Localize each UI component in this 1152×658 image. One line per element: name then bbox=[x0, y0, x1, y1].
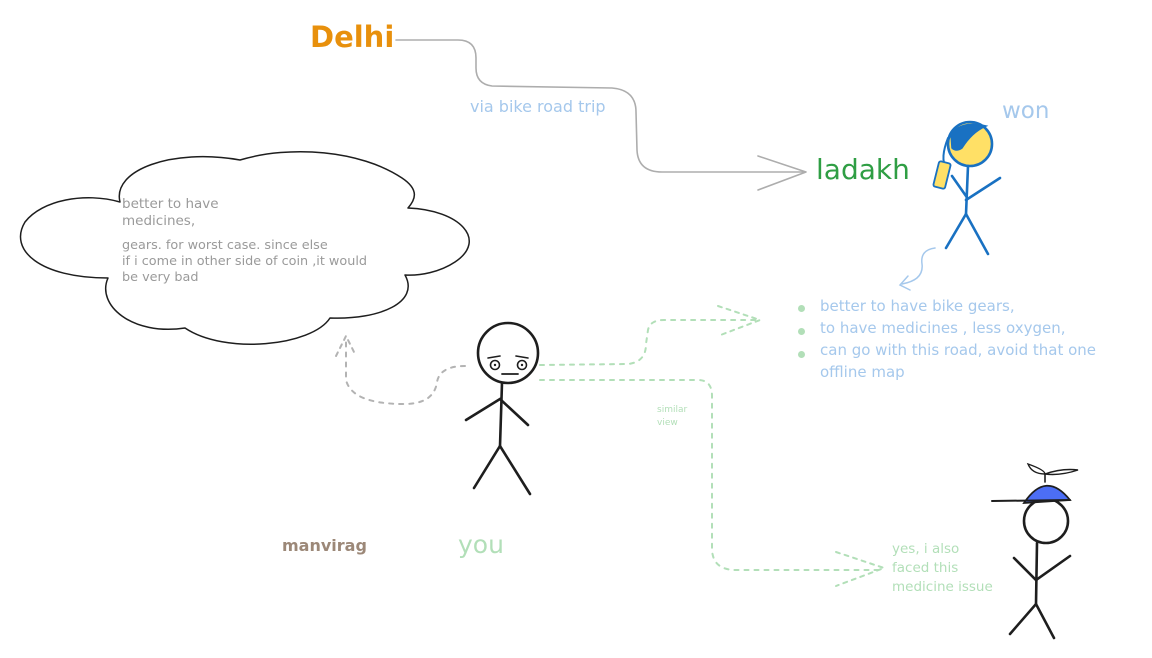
you-body bbox=[498, 381, 504, 448]
you-left-eye bbox=[489, 359, 501, 371]
winner-arm-left bbox=[950, 174, 968, 198]
similar-person-legs bbox=[1008, 601, 1056, 640]
advice-bullet bbox=[798, 328, 805, 335]
phone-icon bbox=[932, 160, 952, 190]
advice-bullet bbox=[798, 305, 805, 312]
destination-label: ladakh bbox=[816, 153, 910, 186]
you-legs bbox=[472, 443, 532, 496]
thought-connector-head bbox=[335, 333, 357, 357]
cloud-line: gears. for worst case. since else bbox=[122, 238, 328, 253]
advice-bullet bbox=[798, 351, 805, 358]
you-label: you bbox=[458, 530, 504, 559]
similar-note-line: yes, i also bbox=[892, 541, 960, 557]
origin-label: Delhi bbox=[310, 20, 395, 54]
similar-person-head bbox=[1022, 497, 1070, 545]
cloud-line: be very bad bbox=[122, 270, 199, 285]
author-label: manvirag bbox=[282, 536, 367, 555]
advice-item: offline map bbox=[820, 363, 905, 381]
similar-person-arms bbox=[1012, 554, 1072, 582]
winner-advice-arrow bbox=[901, 247, 936, 285]
similar-connector-head bbox=[835, 551, 887, 587]
similar-connector bbox=[539, 379, 885, 571]
cloud-line: medicines, bbox=[122, 213, 196, 229]
winner-advice-arrowhead bbox=[898, 275, 911, 291]
you-right-eye bbox=[516, 359, 528, 371]
advice-item: can go with this road, avoid that one bbox=[820, 341, 1097, 359]
you-figure bbox=[464, 321, 540, 496]
winner-legs bbox=[944, 211, 990, 256]
winner-figure bbox=[932, 120, 1002, 256]
similar-person-body bbox=[1034, 541, 1039, 606]
thought-connector bbox=[345, 339, 466, 406]
winner-label: won bbox=[1002, 98, 1050, 124]
cloud-line: better to have bbox=[122, 196, 219, 212]
similar-note-line: faced this bbox=[892, 560, 959, 576]
winner-hair bbox=[950, 123, 989, 151]
you-arms bbox=[464, 397, 530, 427]
advice-connector bbox=[539, 319, 757, 366]
route-label: via bike road trip bbox=[470, 97, 606, 116]
thought-cloud-text: better to have medicines, gears. for wor… bbox=[122, 196, 367, 285]
you-head bbox=[476, 321, 540, 385]
route-arrowhead bbox=[757, 155, 807, 191]
cloud-line: if i come in other side of coin ,it woul… bbox=[122, 254, 367, 269]
similar-person-figure bbox=[991, 462, 1079, 640]
winner-body bbox=[964, 164, 970, 216]
advice-connector-head bbox=[717, 305, 763, 337]
similar-label: view bbox=[657, 418, 678, 428]
advice-item: to have medicines , less oxygen, bbox=[820, 319, 1066, 337]
winner-arm-right bbox=[964, 176, 1002, 202]
similar-note-line: medicine issue bbox=[892, 579, 993, 595]
advice-item: better to have bike gears, bbox=[820, 297, 1015, 315]
similar-label: similar bbox=[657, 405, 688, 415]
route-arrow bbox=[395, 39, 805, 173]
thought-cloud bbox=[19, 150, 470, 345]
